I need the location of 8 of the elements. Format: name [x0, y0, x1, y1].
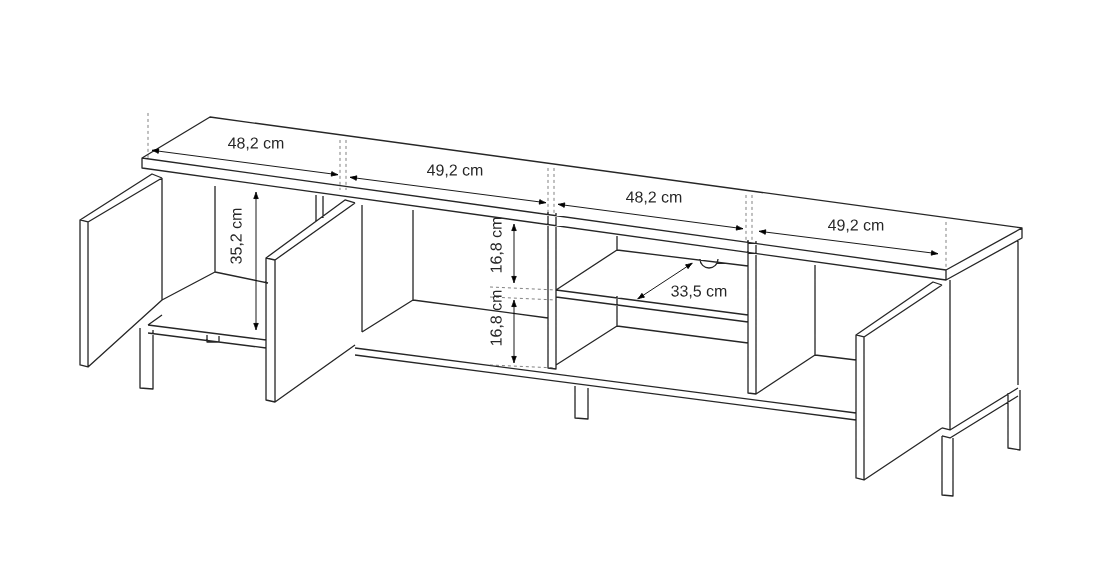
dimension-label: 33,5 cm — [671, 285, 727, 299]
dimension-label: 48,2 cm — [626, 191, 682, 205]
dimension-label: 16,8 cm — [490, 217, 504, 273]
dimension-label: 35,2 cm — [230, 208, 244, 264]
dimension-label: 48,2 cm — [228, 137, 284, 151]
dimension-label: 49,2 cm — [828, 219, 884, 233]
dimension-label: 49,2 cm — [427, 164, 483, 178]
dimension-label: 16,8 cm — [490, 290, 504, 346]
